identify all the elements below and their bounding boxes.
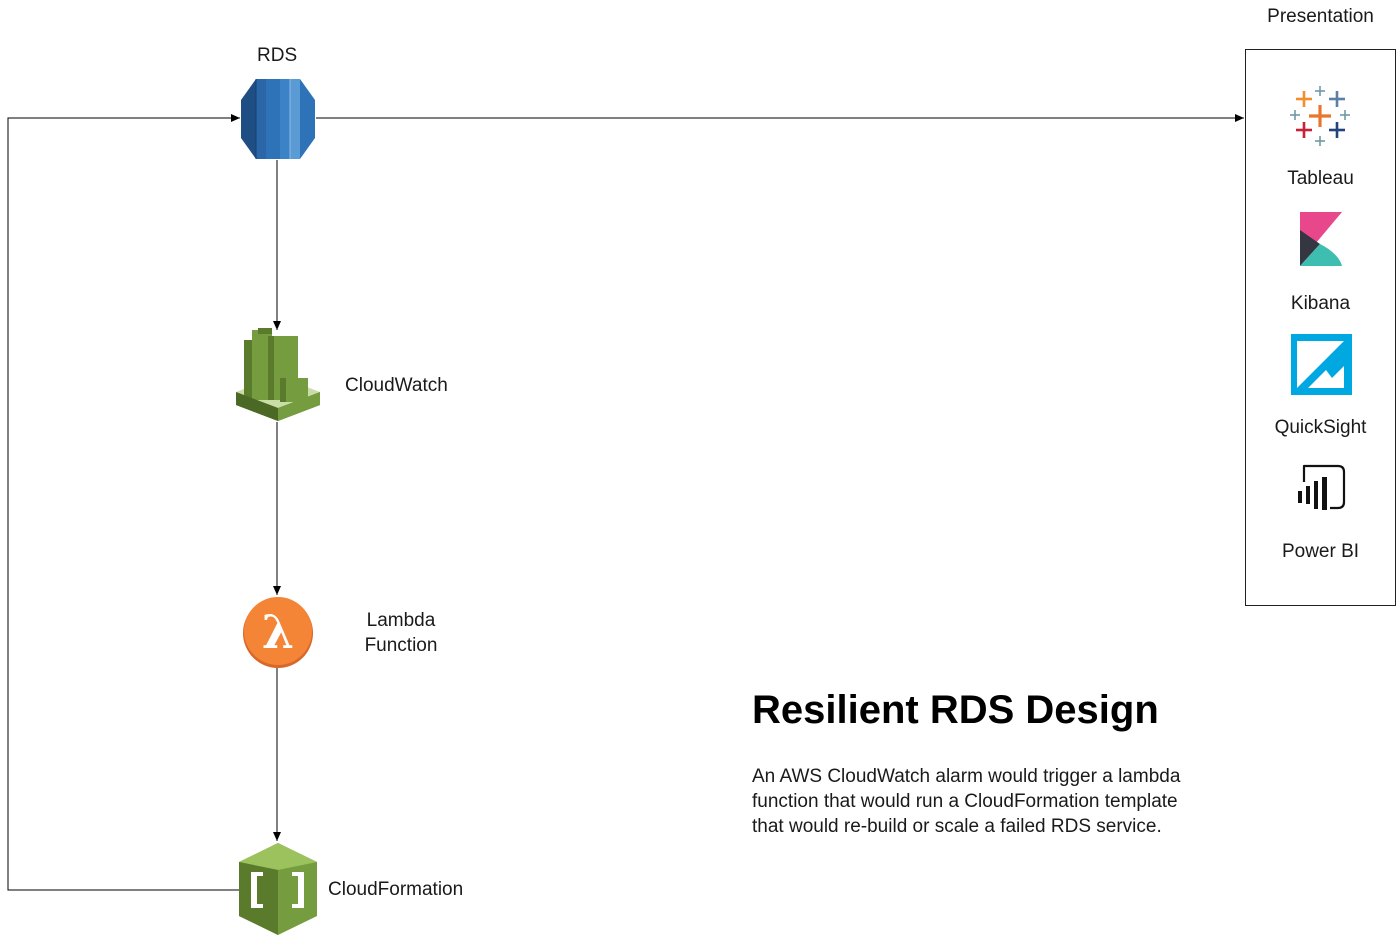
arrow-cloudformation-to-rds — [7, 114, 240, 891]
presentation-title: Presentation — [1267, 6, 1374, 27]
svg-text:λ: λ — [262, 605, 294, 659]
diagram-description: An AWS CloudWatch alarm would trigger a … — [752, 766, 1181, 837]
rds-database-icon — [241, 79, 315, 159]
quicksight-icon — [1291, 334, 1352, 395]
tableau-icon — [1290, 86, 1350, 146]
power-bi-icon — [1298, 464, 1346, 510]
rds-label: RDS — [257, 45, 298, 66]
quicksight-label: QuickSight — [1274, 417, 1367, 438]
presentation-container — [1245, 49, 1396, 606]
lambda-label-line2: Function — [364, 635, 438, 656]
lambda-label-line1: Lambda — [366, 610, 436, 631]
power-bi-label: Power BI — [1281, 541, 1360, 562]
cloudwatch-label: CloudWatch — [345, 375, 448, 396]
connectors — [7, 114, 1244, 891]
tableau-label: Tableau — [1287, 168, 1354, 189]
lambda-icon: λ — [243, 597, 313, 668]
diagram-title: Resilient RDS Design — [752, 688, 1159, 732]
cloudformation-icon — [239, 843, 317, 935]
cloudformation-label: CloudFormation — [328, 879, 464, 900]
kibana-icon — [1300, 212, 1342, 266]
kibana-label: Kibana — [1290, 293, 1351, 314]
cloudwatch-icon — [236, 328, 320, 421]
